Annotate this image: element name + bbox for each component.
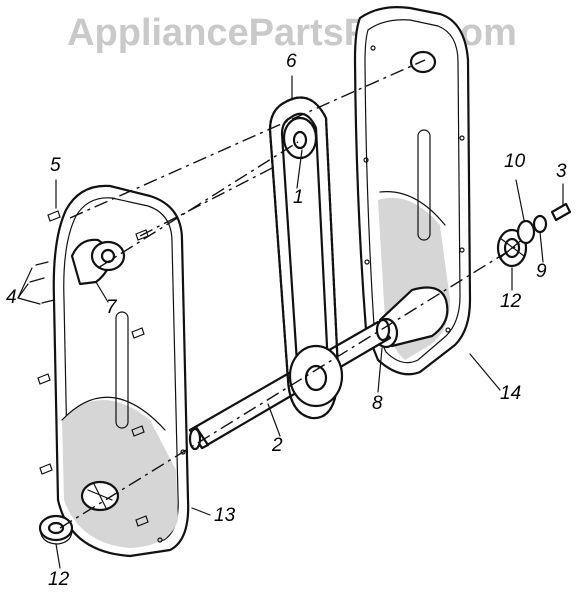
callout-6: 6 (286, 51, 297, 72)
drive-chain (268, 96, 344, 420)
bushing-left (38, 514, 74, 545)
callout-7: 7 (106, 297, 117, 318)
callout-4: 4 (6, 287, 17, 308)
callout-13: 13 (214, 505, 236, 526)
callout-5: 5 (50, 155, 61, 176)
callout-1: 1 (293, 187, 304, 208)
callout-10: 10 (504, 151, 526, 172)
callout-12-left: 12 (48, 569, 70, 590)
callout-9: 9 (536, 261, 547, 282)
right-chain-case-cover (353, 6, 472, 376)
callout-2: 2 (272, 435, 283, 456)
right-hardware (496, 202, 572, 268)
alignment-lines (59, 59, 521, 529)
callout-14: 14 (500, 383, 522, 404)
leader-lines (17, 75, 564, 569)
left-chain-case-cover (29, 184, 190, 558)
callout-12-right: 12 (500, 291, 522, 312)
callout-8: 8 (372, 393, 383, 414)
callout-3: 3 (556, 161, 567, 182)
